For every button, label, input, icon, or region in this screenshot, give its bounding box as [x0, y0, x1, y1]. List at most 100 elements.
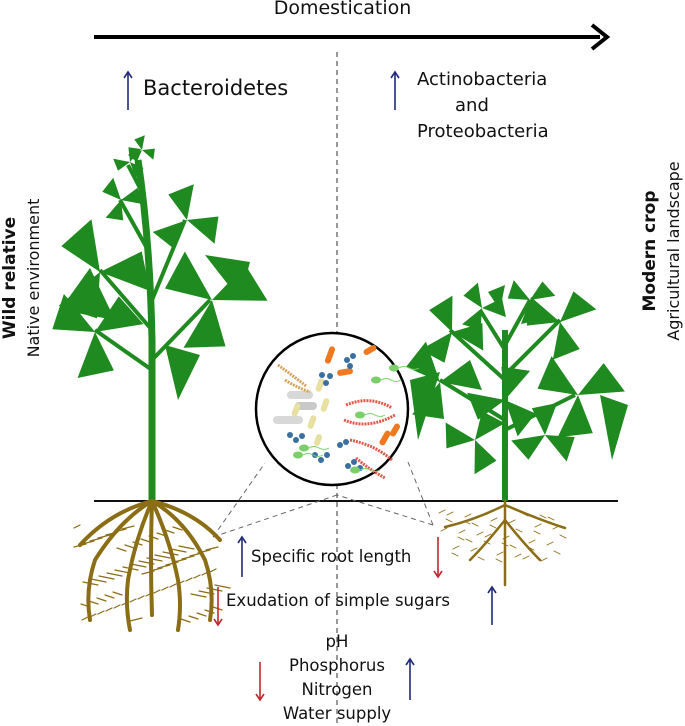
modern-crop-roots: [438, 499, 567, 587]
lateral-root-hair: [129, 598, 137, 603]
leaflet: [520, 300, 540, 324]
arrow-head: [487, 585, 497, 594]
leaf-cluster: [467, 366, 536, 437]
lateral-root-hair: [104, 594, 115, 599]
lateral-root-hair: [81, 540, 95, 545]
lateral-root-hair: [73, 543, 87, 548]
arrow-head: [123, 70, 133, 79]
bacterium-rod: [287, 391, 313, 399]
lateral-root-hair: [188, 615, 199, 620]
leaflet: [475, 411, 505, 440]
lateral-root-hair: [446, 511, 454, 516]
lateral-root-hair: [198, 590, 215, 595]
leaf-cluster: [113, 147, 144, 179]
flagellated-bacterium: [389, 364, 399, 372]
bacterium-rod: [315, 378, 325, 392]
leaflet: [77, 332, 114, 378]
leaflet: [429, 295, 453, 332]
leaflet: [552, 322, 580, 360]
leaflet: [501, 366, 531, 400]
flagellum: [398, 366, 420, 370]
lateral-root-hair: [190, 593, 207, 598]
bacteroidetes-trend-arrow: [123, 70, 133, 110]
leaflet: [530, 281, 556, 300]
filamentous-bacterium: [284, 378, 311, 394]
lateral-root-hair: [483, 540, 491, 545]
lateral-root-hair: [457, 536, 465, 541]
flagellated-bacterium: [371, 376, 381, 384]
lateral-root-hair: [209, 568, 217, 573]
leaflet: [60, 268, 115, 320]
arrow-head: [237, 535, 247, 544]
bacterium-rod: [337, 368, 353, 376]
main-root: [150, 499, 222, 542]
wild-relative-side-label: Wild relative Native environment: [0, 188, 48, 368]
bacterium-coccus: [347, 363, 353, 369]
leaflet: [505, 400, 536, 437]
modern-crop-plant: [405, 280, 628, 501]
lateral-root-hair: [546, 541, 554, 546]
bacterium-coccus: [319, 372, 325, 378]
bacterium-coccus: [324, 452, 330, 458]
lateral-root-hair: [515, 528, 523, 533]
lateral-root-hair: [470, 547, 478, 552]
flagellum: [380, 378, 402, 382]
lateral-root-hair: [501, 542, 509, 547]
lateral-root-hair: [154, 554, 171, 559]
leaflet: [100, 251, 150, 291]
lateral-root-hair: [547, 516, 555, 521]
bacterium-coccus: [318, 457, 324, 463]
arrow-head: [390, 70, 400, 79]
main-root: [86, 499, 154, 622]
actinobacteria-trend-arrow: [390, 70, 400, 110]
leaf-cluster: [445, 411, 505, 475]
leaflet: [165, 345, 200, 400]
soil-ph-label: pH: [325, 632, 349, 651]
lateral-root-hair: [113, 604, 121, 609]
lateral-root-hair: [471, 522, 479, 527]
bacterium-rod: [324, 346, 336, 364]
leaflet: [102, 177, 121, 200]
lateral-root-hair: [201, 571, 209, 576]
leaflet: [165, 251, 212, 300]
lateral-root-hair: [89, 537, 103, 542]
bacterium-rod: [379, 430, 391, 446]
leaf-cluster: [526, 291, 597, 360]
leaflet: [142, 148, 155, 160]
leaflet: [578, 363, 625, 395]
leaflet: [507, 280, 530, 300]
lateral-root-hair: [464, 513, 472, 518]
leaflet: [95, 296, 144, 332]
exudation-wild-arrow: [213, 587, 223, 627]
lateral-root-hair: [97, 534, 111, 539]
leaflet: [511, 435, 545, 460]
bacterium-coccus: [350, 353, 356, 359]
lateral-root-hair: [540, 557, 548, 562]
lateral-root-hair: [495, 558, 503, 563]
wild-relative-roots: [73, 499, 231, 632]
bacterium-rod: [273, 416, 303, 424]
lateral-root-hair: [98, 575, 115, 580]
zoom-lines: [212, 461, 434, 538]
microbiome-zoom-circle: [254, 331, 420, 487]
filamentous-bacterium: [355, 456, 386, 480]
lateral-root-hair: [440, 527, 448, 532]
lateral-root-hair: [553, 550, 561, 555]
bacterium-rod: [313, 434, 323, 446]
lateral-root-hair: [528, 539, 536, 544]
lateral-root-hair: [82, 581, 99, 586]
lateral-root-hair: [121, 525, 135, 530]
domestication-arrow: [94, 23, 611, 51]
leaflet: [121, 187, 145, 205]
flagellated-bacterium: [293, 451, 303, 459]
bacterium-coccus: [351, 459, 357, 465]
lateral-root-hair: [124, 544, 135, 549]
bacterium-coccus: [344, 357, 350, 363]
leaflet: [557, 395, 593, 438]
domestication-title: Domestication: [273, 0, 412, 19]
lateral-root-hair: [181, 555, 195, 560]
lateral-root-hair: [105, 531, 119, 536]
flagellated-bacterium: [355, 411, 365, 419]
lateral-root-hair: [80, 603, 91, 608]
lateral-root-hair: [141, 570, 155, 575]
